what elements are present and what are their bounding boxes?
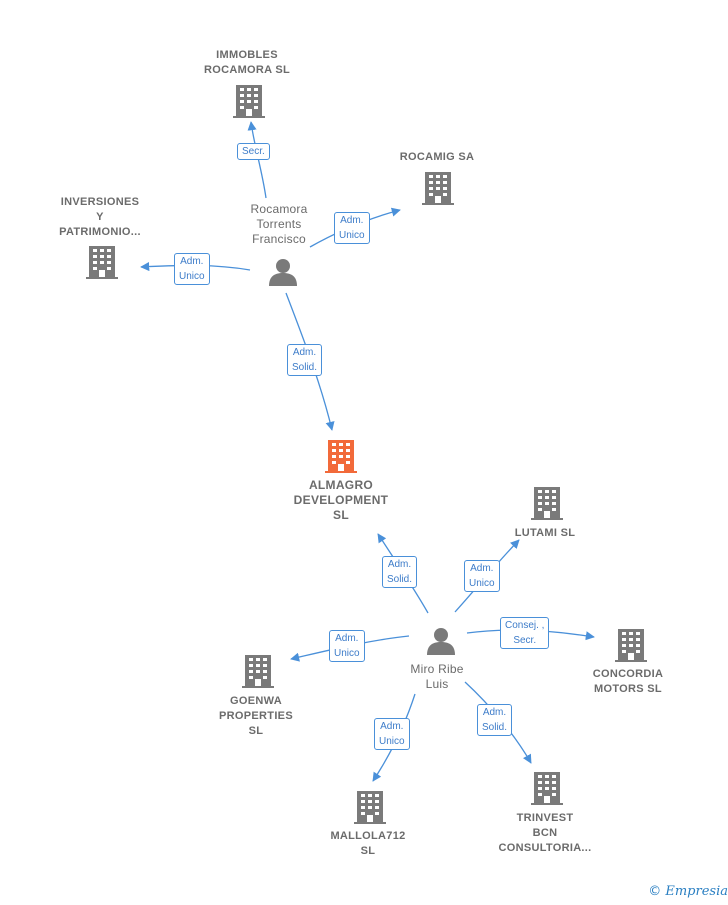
building-icon [233, 85, 265, 118]
edge-label-adm-goenwa: Adm. Unico [329, 630, 365, 662]
node-miro-label[interactable]: Miro Ribe Luis [410, 662, 464, 691]
node-almagro-label[interactable]: ALMAGRO DEVELOPMENT SL [293, 478, 389, 522]
building-icon [422, 172, 454, 205]
building-icon [86, 246, 118, 279]
building-icon [242, 655, 274, 688]
node-lutami-label[interactable]: LUTAMI SL [514, 527, 576, 539]
edge-label-adm-inversiones: Adm. Unico [174, 253, 210, 285]
building-icon [531, 487, 563, 520]
person-icon [269, 259, 297, 286]
edge-label-adm-lutami: Adm. Unico [464, 560, 500, 592]
building-icon [325, 440, 357, 473]
edge-label-adm-solid-almagro-1: Adm. Solid. [287, 344, 323, 376]
footer-brand: © Empresia [648, 884, 728, 899]
building-icon [615, 629, 647, 662]
node-immobles-label[interactable]: IMMOBLES ROCAMORA SL [204, 49, 290, 76]
copyright-symbol: © [648, 884, 662, 899]
edge-line-secr [247, 121, 267, 199]
node-concordia-label[interactable]: CONCORDIA MOTORS SL [592, 668, 664, 695]
edge-label-adm-rocamig: Adm. Unico [334, 212, 370, 244]
brand-logo-text: Empresia [665, 884, 728, 899]
building-icon [354, 791, 386, 824]
edge-label-adm-solid-almagro-2: Adm. Solid. [382, 556, 418, 588]
edge-label-consej-concordia: Consej. , Secr. [500, 617, 550, 649]
edge-label-secr: Secr. [237, 143, 270, 160]
node-goenwa-label[interactable]: GOENWA PROPERTIES SL [219, 695, 293, 737]
person-icon [427, 628, 455, 655]
node-rocamora-label[interactable]: Rocamora Torrents Francisco [250, 202, 308, 246]
edge-label-adm-solid-trinvest: Adm. Solid. [477, 704, 513, 736]
edge-label-adm-mallola: Adm. Unico [374, 718, 410, 750]
building-icon [531, 772, 563, 805]
node-trinvest-label[interactable]: TRINVEST BCN CONSULTORIA... [498, 812, 592, 854]
node-mallola-label[interactable]: MALLOLA712 SL [330, 830, 406, 857]
node-rocamig-label[interactable]: ROCAMIG SA [399, 151, 475, 163]
node-inversiones-label[interactable]: INVERSIONES Y PATRIMONIO... [59, 196, 141, 238]
